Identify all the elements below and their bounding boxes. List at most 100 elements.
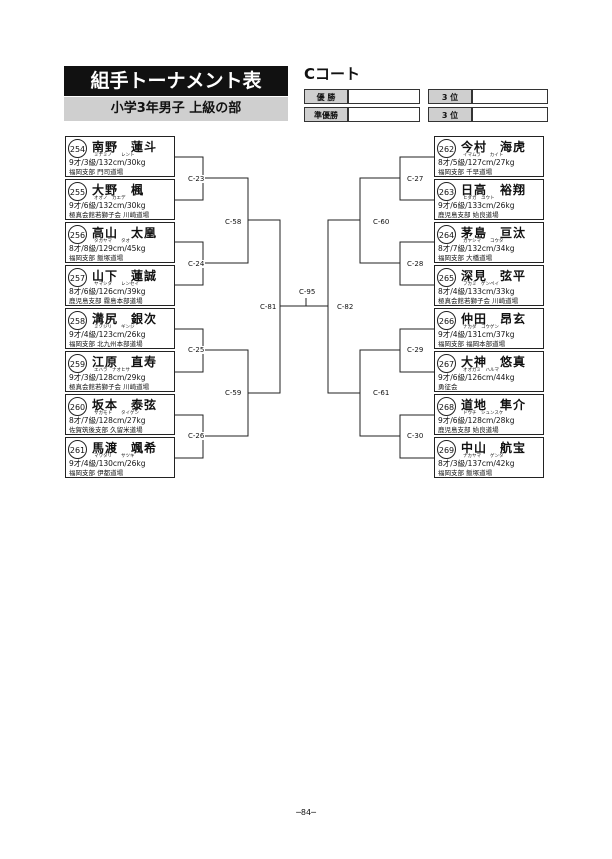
player-entry: 261 馬渡 颯希 マワタリ サツキ 9才/4級/130cm/26kg 福岡支部… [65, 437, 175, 478]
match-label: C-81 [259, 303, 278, 311]
player-kana: ヤマシタ レンセイ [94, 282, 139, 287]
player-kana: サカモト タイゲン [94, 411, 139, 416]
match-label: C-95 [298, 288, 317, 296]
player-club: 鹿児島支部 霧島本部道場 [69, 297, 143, 305]
player-name: 中山 航宝 [461, 441, 527, 455]
entry-number: 269 [437, 440, 456, 459]
match-label: C-82 [336, 303, 355, 311]
player-club: 福岡支部 大橋道場 [438, 254, 493, 262]
match-label: C-60 [372, 218, 391, 226]
player-entry: 254 南野 蓮斗 ミナミノ レント 9才/3級/132cm/30kg 福岡支部… [65, 136, 175, 177]
player-stats: 8才/7級/128cm/27kg [69, 416, 146, 425]
match-label: C-59 [224, 389, 243, 397]
player-club: 極真会館若獅子会 川崎道場 [438, 297, 519, 305]
player-entry: 269 中山 航宝 ナカヤマ ゲンタ 8才/3級/137cm/42kg 福岡支部… [434, 437, 544, 478]
player-club: 鹿児島支部 始良道場 [438, 426, 499, 434]
player-name: 大野 楓 [92, 183, 145, 197]
player-club: 福岡支部 伊都道場 [69, 469, 124, 477]
player-club: 佐賀筑後支部 久留米道場 [69, 426, 143, 434]
player-club: 極真会館若獅子会 川崎道場 [69, 383, 150, 391]
player-kana: ナカダ コウゲン [463, 325, 499, 330]
player-club: 極真会館若獅子会 川崎道場 [69, 211, 150, 219]
entry-number: 254 [68, 139, 87, 158]
entry-number: 267 [437, 354, 456, 373]
runner-up-label: 準優勝 [304, 107, 348, 122]
player-entry: 268 道地 隼介 ドウチ シュンスケ 9才/6級/128cm/28kg 鹿児島… [434, 394, 544, 435]
player-stats: 9才/4級/131cm/37kg [438, 330, 515, 339]
player-entry: 256 高山 太凰 タカヤマ タオ 8才/8級/129cm/45kg 福岡支部 … [65, 222, 175, 263]
player-entry: 267 大神 悠真 オオガミ ハルマ 9才/6級/126cm/44kg 勇征会 [434, 351, 544, 392]
player-name: 江原 直寿 [92, 355, 158, 369]
player-club: 福岡支部 飯塚道場 [438, 469, 493, 477]
player-name: 道地 隼介 [461, 398, 527, 412]
player-club: 勇征会 [438, 383, 458, 391]
player-stats: 8才/5級/127cm/27kg [438, 158, 515, 167]
entry-number: 262 [437, 139, 456, 158]
player-entry: 260 坂本 泰弦 サカモト タイゲン 8才/7級/128cm/27kg 佐賀筑… [65, 394, 175, 435]
division-subtitle: 小学3年男子 上級の部 [64, 97, 288, 121]
player-club: 福岡支部 千早道場 [438, 168, 493, 176]
entry-number: 257 [68, 268, 87, 287]
player-name: 山下 蓮誠 [92, 269, 158, 283]
match-label: C-26 [187, 432, 206, 440]
player-kana: ミナミノ レント [94, 153, 135, 158]
player-stats: 9才/6級/126cm/44kg [438, 373, 515, 382]
player-kana: ミゾジリ ギンジ [94, 325, 135, 330]
player-stats: 8才/4級/133cm/33kg [438, 287, 515, 296]
player-entry: 259 江原 直寿 エハラ ナオヒサ 9才/3級/128cm/29kg 極真会館… [65, 351, 175, 392]
player-entry: 263 日高 裕翔 ヒダカ ユウト 9才/6級/133cm/26kg 鹿児島支部… [434, 179, 544, 220]
entry-number: 263 [437, 182, 456, 201]
player-stats: 9才/3級/128cm/29kg [69, 373, 146, 382]
player-name: 馬渡 颯希 [92, 441, 158, 455]
match-label: C-24 [187, 260, 206, 268]
match-label: C-27 [406, 175, 425, 183]
player-stats: 8才/3級/137cm/42kg [438, 459, 515, 468]
match-label: C-28 [406, 260, 425, 268]
match-label: C-23 [187, 175, 206, 183]
match-label: C-58 [224, 218, 243, 226]
player-entry: 265 深見 弦平 フカミ ゲンペイ 8才/4級/133cm/33kg 極真会館… [434, 265, 544, 306]
player-entry: 257 山下 蓮誠 ヤマシタ レンセイ 8才/6級/126cm/39kg 鹿児島… [65, 265, 175, 306]
player-name: 南野 蓮斗 [92, 140, 158, 154]
player-kana: マワタリ サツキ [94, 454, 135, 459]
player-kana: オオガミ ハルマ [463, 368, 499, 373]
page-number: ─84─ [296, 808, 316, 817]
player-club: 福岡支部 門司道場 [69, 168, 124, 176]
player-kana: カヤシマ コウタ [463, 239, 504, 244]
player-stats: 8才/6級/126cm/39kg [69, 287, 146, 296]
winner-field [348, 89, 420, 104]
player-name: 日高 裕翔 [461, 183, 527, 197]
third-place-label: 3 位 [428, 107, 472, 122]
entry-number: 266 [437, 311, 456, 330]
player-kana: オオノ カエデ [94, 196, 126, 201]
player-entry: 262 今村 海虎 イマムラ カイト 8才/5級/127cm/27kg 福岡支部… [434, 136, 544, 177]
player-name: 今村 海虎 [461, 140, 527, 154]
court-label: Cコート [304, 65, 361, 83]
entry-number: 264 [437, 225, 456, 244]
player-club: 鹿児島支部 始良道場 [438, 211, 499, 219]
player-stats: 9才/3級/132cm/30kg [69, 158, 146, 167]
player-name: 深見 弦平 [461, 269, 527, 283]
player-entry: 258 溝尻 銀次 ミゾジリ ギンジ 9才/4級/123cm/26kg 福岡支部… [65, 308, 175, 349]
player-entry: 264 茅島 亘汰 カヤシマ コウタ 8才/7級/132cm/34kg 福岡支部… [434, 222, 544, 263]
match-label: C-25 [187, 346, 206, 354]
player-stats: 8才/8級/129cm/45kg [69, 244, 146, 253]
entry-number: 256 [68, 225, 87, 244]
player-club: 福岡支部 福岡本部道場 [438, 340, 506, 348]
player-name: 仲田 昂玄 [461, 312, 527, 326]
entry-number: 258 [68, 311, 87, 330]
third-place-field [472, 89, 548, 104]
player-kana: エハラ ナオヒサ [94, 368, 130, 373]
match-label: C-30 [406, 432, 425, 440]
third-place-label: 3 位 [428, 89, 472, 104]
player-name: 大神 悠真 [461, 355, 527, 369]
player-kana: ヒダカ ユウト [463, 196, 495, 201]
player-kana: タカヤマ タオ [94, 239, 130, 244]
player-kana: フカミ ゲンペイ [463, 282, 499, 287]
player-name: 坂本 泰弦 [92, 398, 158, 412]
entry-number: 259 [68, 354, 87, 373]
winner-label: 優 勝 [304, 89, 348, 104]
player-kana: ドウチ シュンスケ [463, 411, 504, 416]
match-label: C-61 [372, 389, 391, 397]
entry-number: 255 [68, 182, 87, 201]
